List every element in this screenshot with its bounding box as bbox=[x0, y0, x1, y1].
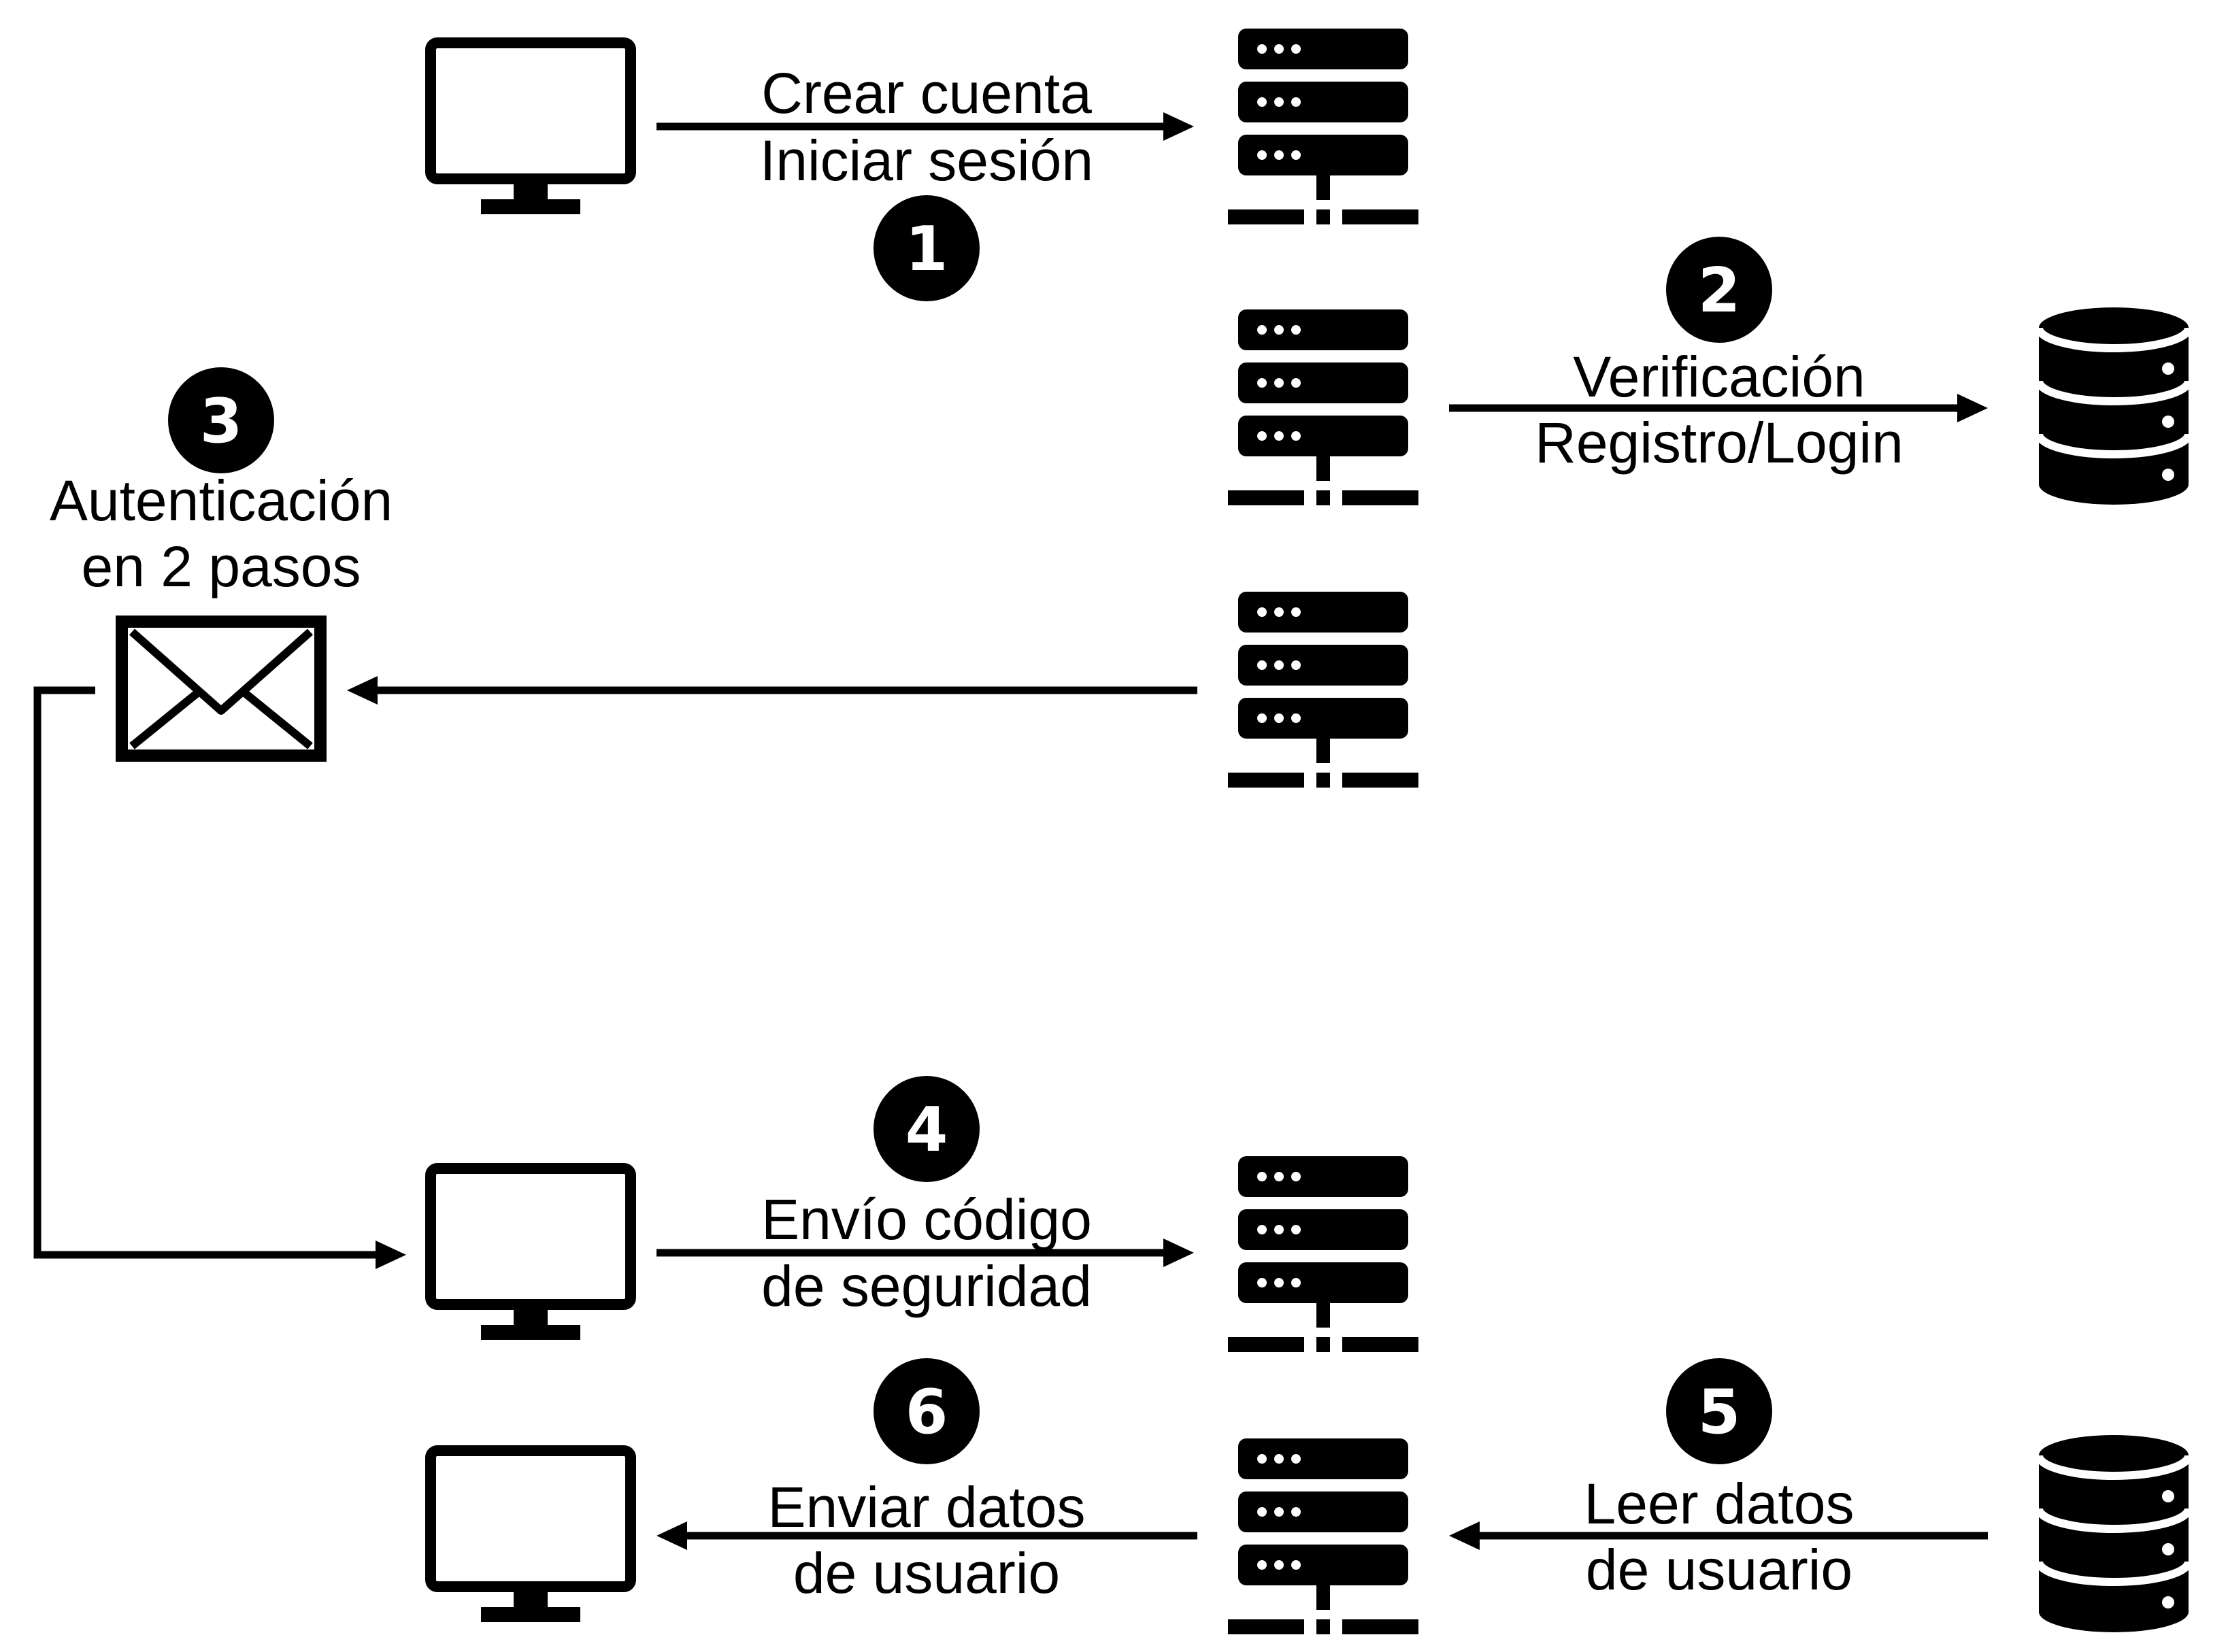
step-3-badge: 3 bbox=[168, 367, 274, 473]
server-icon bbox=[1228, 309, 1418, 505]
database-icon bbox=[2039, 307, 2189, 505]
step-6-badge: 6 bbox=[874, 1358, 980, 1464]
step-1-number: 1 bbox=[905, 214, 948, 285]
step-4-badge: 4 bbox=[874, 1076, 980, 1182]
server-icon bbox=[1228, 29, 1418, 224]
arrow-step-1 bbox=[656, 112, 1194, 141]
step-6-label-line-1: Enviar datos bbox=[768, 1475, 1086, 1539]
step-2-badge: 2 bbox=[1666, 237, 1772, 343]
connector-email-to-computer bbox=[33, 686, 406, 1269]
arrow-step-4 bbox=[656, 1238, 1194, 1267]
step-1-label-line-1: Crear cuenta bbox=[761, 61, 1092, 125]
monitor-icon bbox=[431, 1451, 631, 1622]
arrow-server-to-email bbox=[347, 676, 1197, 705]
step-5-badge: 5 bbox=[1666, 1358, 1772, 1464]
step-6-label-line-2: de usuario bbox=[793, 1541, 1060, 1605]
arrow-step-5 bbox=[1449, 1521, 1988, 1550]
server-icon bbox=[1228, 592, 1418, 788]
server-icon bbox=[1228, 1438, 1418, 1634]
step-4-number: 4 bbox=[905, 1094, 948, 1166]
arrow-step-6 bbox=[656, 1521, 1197, 1550]
step-3-label-line-2: en 2 pasos bbox=[82, 535, 361, 599]
step-5-label-line-1: Leer datos bbox=[1584, 1472, 1855, 1536]
arrow-step-2 bbox=[1449, 394, 1988, 422]
step-4-label-line-2: de seguridad bbox=[761, 1254, 1092, 1318]
step-2-label-line-1: Verificación bbox=[1573, 345, 1865, 409]
step-2-number: 2 bbox=[1698, 255, 1741, 326]
envelope-icon bbox=[122, 622, 320, 756]
step-5-number: 5 bbox=[1698, 1377, 1741, 1448]
step-1-label-line-2: Iniciar sesión bbox=[760, 129, 1093, 192]
step-3-number: 3 bbox=[200, 386, 243, 457]
step-4-label-line-1: Envío código bbox=[761, 1187, 1092, 1251]
server-icon bbox=[1228, 1156, 1418, 1352]
monitor-icon bbox=[431, 43, 631, 214]
step-1-badge: 1 bbox=[874, 195, 980, 301]
step-2-label-line-2: Registro/Login bbox=[1535, 411, 1903, 475]
step-5-label-line-2: de usuario bbox=[1586, 1538, 1852, 1602]
database-icon bbox=[2039, 1435, 2189, 1632]
step-3-label-line-1: Autenticación bbox=[50, 469, 393, 533]
monitor-icon bbox=[431, 1168, 631, 1340]
step-6-number: 6 bbox=[905, 1377, 948, 1448]
